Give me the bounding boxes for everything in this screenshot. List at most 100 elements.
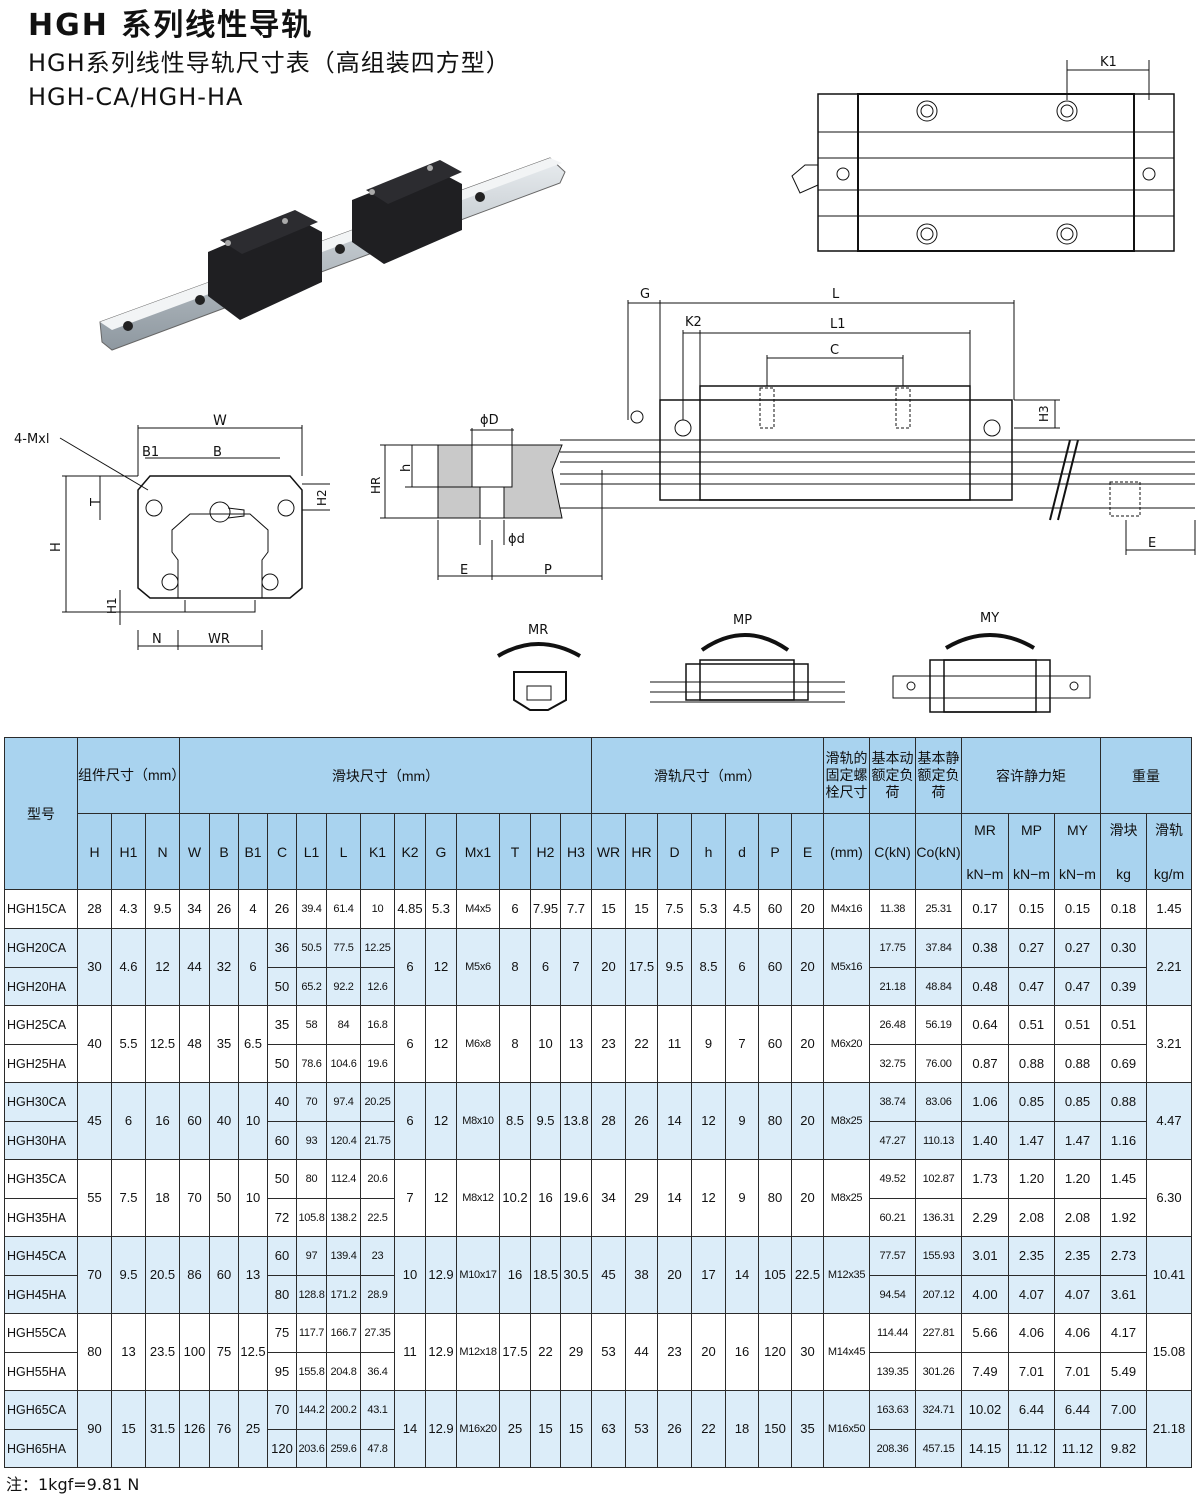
dim-l1: L1 [830, 317, 846, 332]
table-cell: 72 [267, 1198, 297, 1237]
table-cell: 30 [791, 1313, 824, 1391]
col-p: P [758, 813, 792, 890]
moment-diagrams [496, 633, 1091, 713]
dim-g: G [640, 287, 650, 302]
table-cell: 4.07 [1008, 1275, 1055, 1314]
table-cell: 45 [591, 1236, 626, 1314]
table-cell: 163.63 [869, 1390, 916, 1430]
table-cell: 75 [267, 1313, 297, 1353]
table-cell: 4.00 [961, 1275, 1009, 1314]
table-cell: 83.06 [915, 1082, 962, 1122]
table-cell: 49.52 [869, 1159, 916, 1199]
model-cell: HGH65CA [4, 1390, 78, 1430]
col-my-unit: kN−m [1059, 865, 1096, 882]
table-cell: 0.88 [1100, 1082, 1147, 1122]
table-cell: 0.51 [1100, 1005, 1147, 1045]
table-cell: 3.21 [1146, 1005, 1192, 1083]
table-cell: 12 [691, 1159, 726, 1237]
table-cell: 110.13 [915, 1121, 962, 1160]
table-cell: M14x45 [823, 1313, 870, 1391]
table-cell: 50 [209, 1159, 239, 1237]
table-cell: 0.88 [1054, 1044, 1101, 1083]
dim-l: L [832, 287, 840, 302]
table-cell: 23 [360, 1236, 395, 1276]
table-cell: 5.66 [961, 1313, 1009, 1353]
table-cell: 0.51 [1008, 1005, 1055, 1045]
table-cell: M16x50 [823, 1390, 870, 1468]
model-cell: HGH30HA [4, 1121, 78, 1160]
table-cell: 204.8 [326, 1352, 361, 1391]
dim-e: E [460, 563, 468, 578]
table-cell: 93 [296, 1121, 327, 1160]
table-cell: 53 [591, 1313, 626, 1391]
table-cell: 10 [394, 1236, 426, 1314]
table-cell: 9 [691, 1005, 726, 1083]
col-t: T [499, 813, 531, 890]
dim-wr: WR [208, 632, 230, 647]
table-cell: 120 [267, 1429, 297, 1468]
header-dynamic-load: 基本动额定负荷 [869, 737, 916, 814]
table-cell: 20 [791, 1159, 824, 1237]
table-cell: 21.18 [1146, 1390, 1192, 1468]
col-bolt-unit: (mm) [823, 813, 870, 890]
table-cell: 15 [625, 889, 658, 929]
table-cell: 35 [791, 1390, 824, 1468]
table-cell: 14 [394, 1390, 426, 1468]
table-cell: 44 [625, 1313, 658, 1391]
table-cell: 70 [179, 1159, 210, 1237]
table-cell: 0.15 [1054, 889, 1101, 929]
table-cell: 6.30 [1146, 1159, 1192, 1237]
table-cell: 114.44 [869, 1313, 916, 1353]
table-cell: 4.07 [1054, 1275, 1101, 1314]
col-c-kn: C(kN) [869, 813, 916, 890]
table-cell: 18 [725, 1390, 759, 1468]
table-cell: 0.48 [961, 967, 1009, 1006]
col-h2: H2 [530, 813, 561, 890]
table-cell: 10.2 [499, 1159, 531, 1237]
table-cell: 457.15 [915, 1429, 962, 1468]
table-cell: 19.6 [360, 1044, 395, 1083]
table-cell: 12 [425, 1159, 457, 1237]
table-cell: 4.06 [1008, 1313, 1055, 1353]
table-cell: 138.2 [326, 1198, 361, 1237]
end-view-drawing [59, 425, 330, 650]
page-subtitle: HGH系列线性导轨尺寸表（高组装四方型） [28, 49, 511, 77]
table-cell: 80 [77, 1313, 112, 1391]
col-h1: H1 [111, 813, 146, 890]
model-names: HGH-CA/HGH-HA [28, 83, 244, 111]
header-static-moment: 容许静力矩 [961, 737, 1101, 814]
table-cell: 75 [209, 1313, 239, 1391]
table-cell: 26 [209, 889, 239, 929]
table-cell: 15 [560, 1390, 592, 1468]
table-cell: 80 [296, 1159, 327, 1199]
table-cell: 112.4 [326, 1159, 361, 1199]
table-cell: 0.47 [1054, 967, 1101, 1006]
table-cell: 25 [499, 1390, 531, 1468]
table-cell: 36.4 [360, 1352, 395, 1391]
table-cell: 10.41 [1146, 1236, 1192, 1314]
table-cell: 105.8 [296, 1198, 327, 1237]
table-cell: 14 [725, 1236, 759, 1314]
table-cell: 6 [394, 1082, 426, 1160]
table-cell: 2.29 [961, 1198, 1009, 1237]
table-cell: M10x17 [456, 1236, 500, 1314]
table-cell: 17.75 [869, 928, 916, 968]
table-cell: 50 [267, 967, 297, 1006]
table-cell: 120.4 [326, 1121, 361, 1160]
table-cell: 31.5 [145, 1390, 180, 1468]
table-cell: 65.2 [296, 967, 327, 1006]
table-cell: 0.88 [1008, 1044, 1055, 1083]
col-e: E [791, 813, 824, 890]
table-cell: 0.15 [1008, 889, 1055, 929]
dim-p: P [544, 563, 552, 578]
table-cell: 7.5 [111, 1159, 146, 1237]
table-cell: 22 [530, 1313, 561, 1391]
model-cell: HGH15CA [4, 889, 78, 929]
header-static-load: 基本静额定负荷 [915, 737, 962, 814]
table-cell: 4.6 [111, 928, 146, 1006]
table-cell: 35 [267, 1005, 297, 1045]
